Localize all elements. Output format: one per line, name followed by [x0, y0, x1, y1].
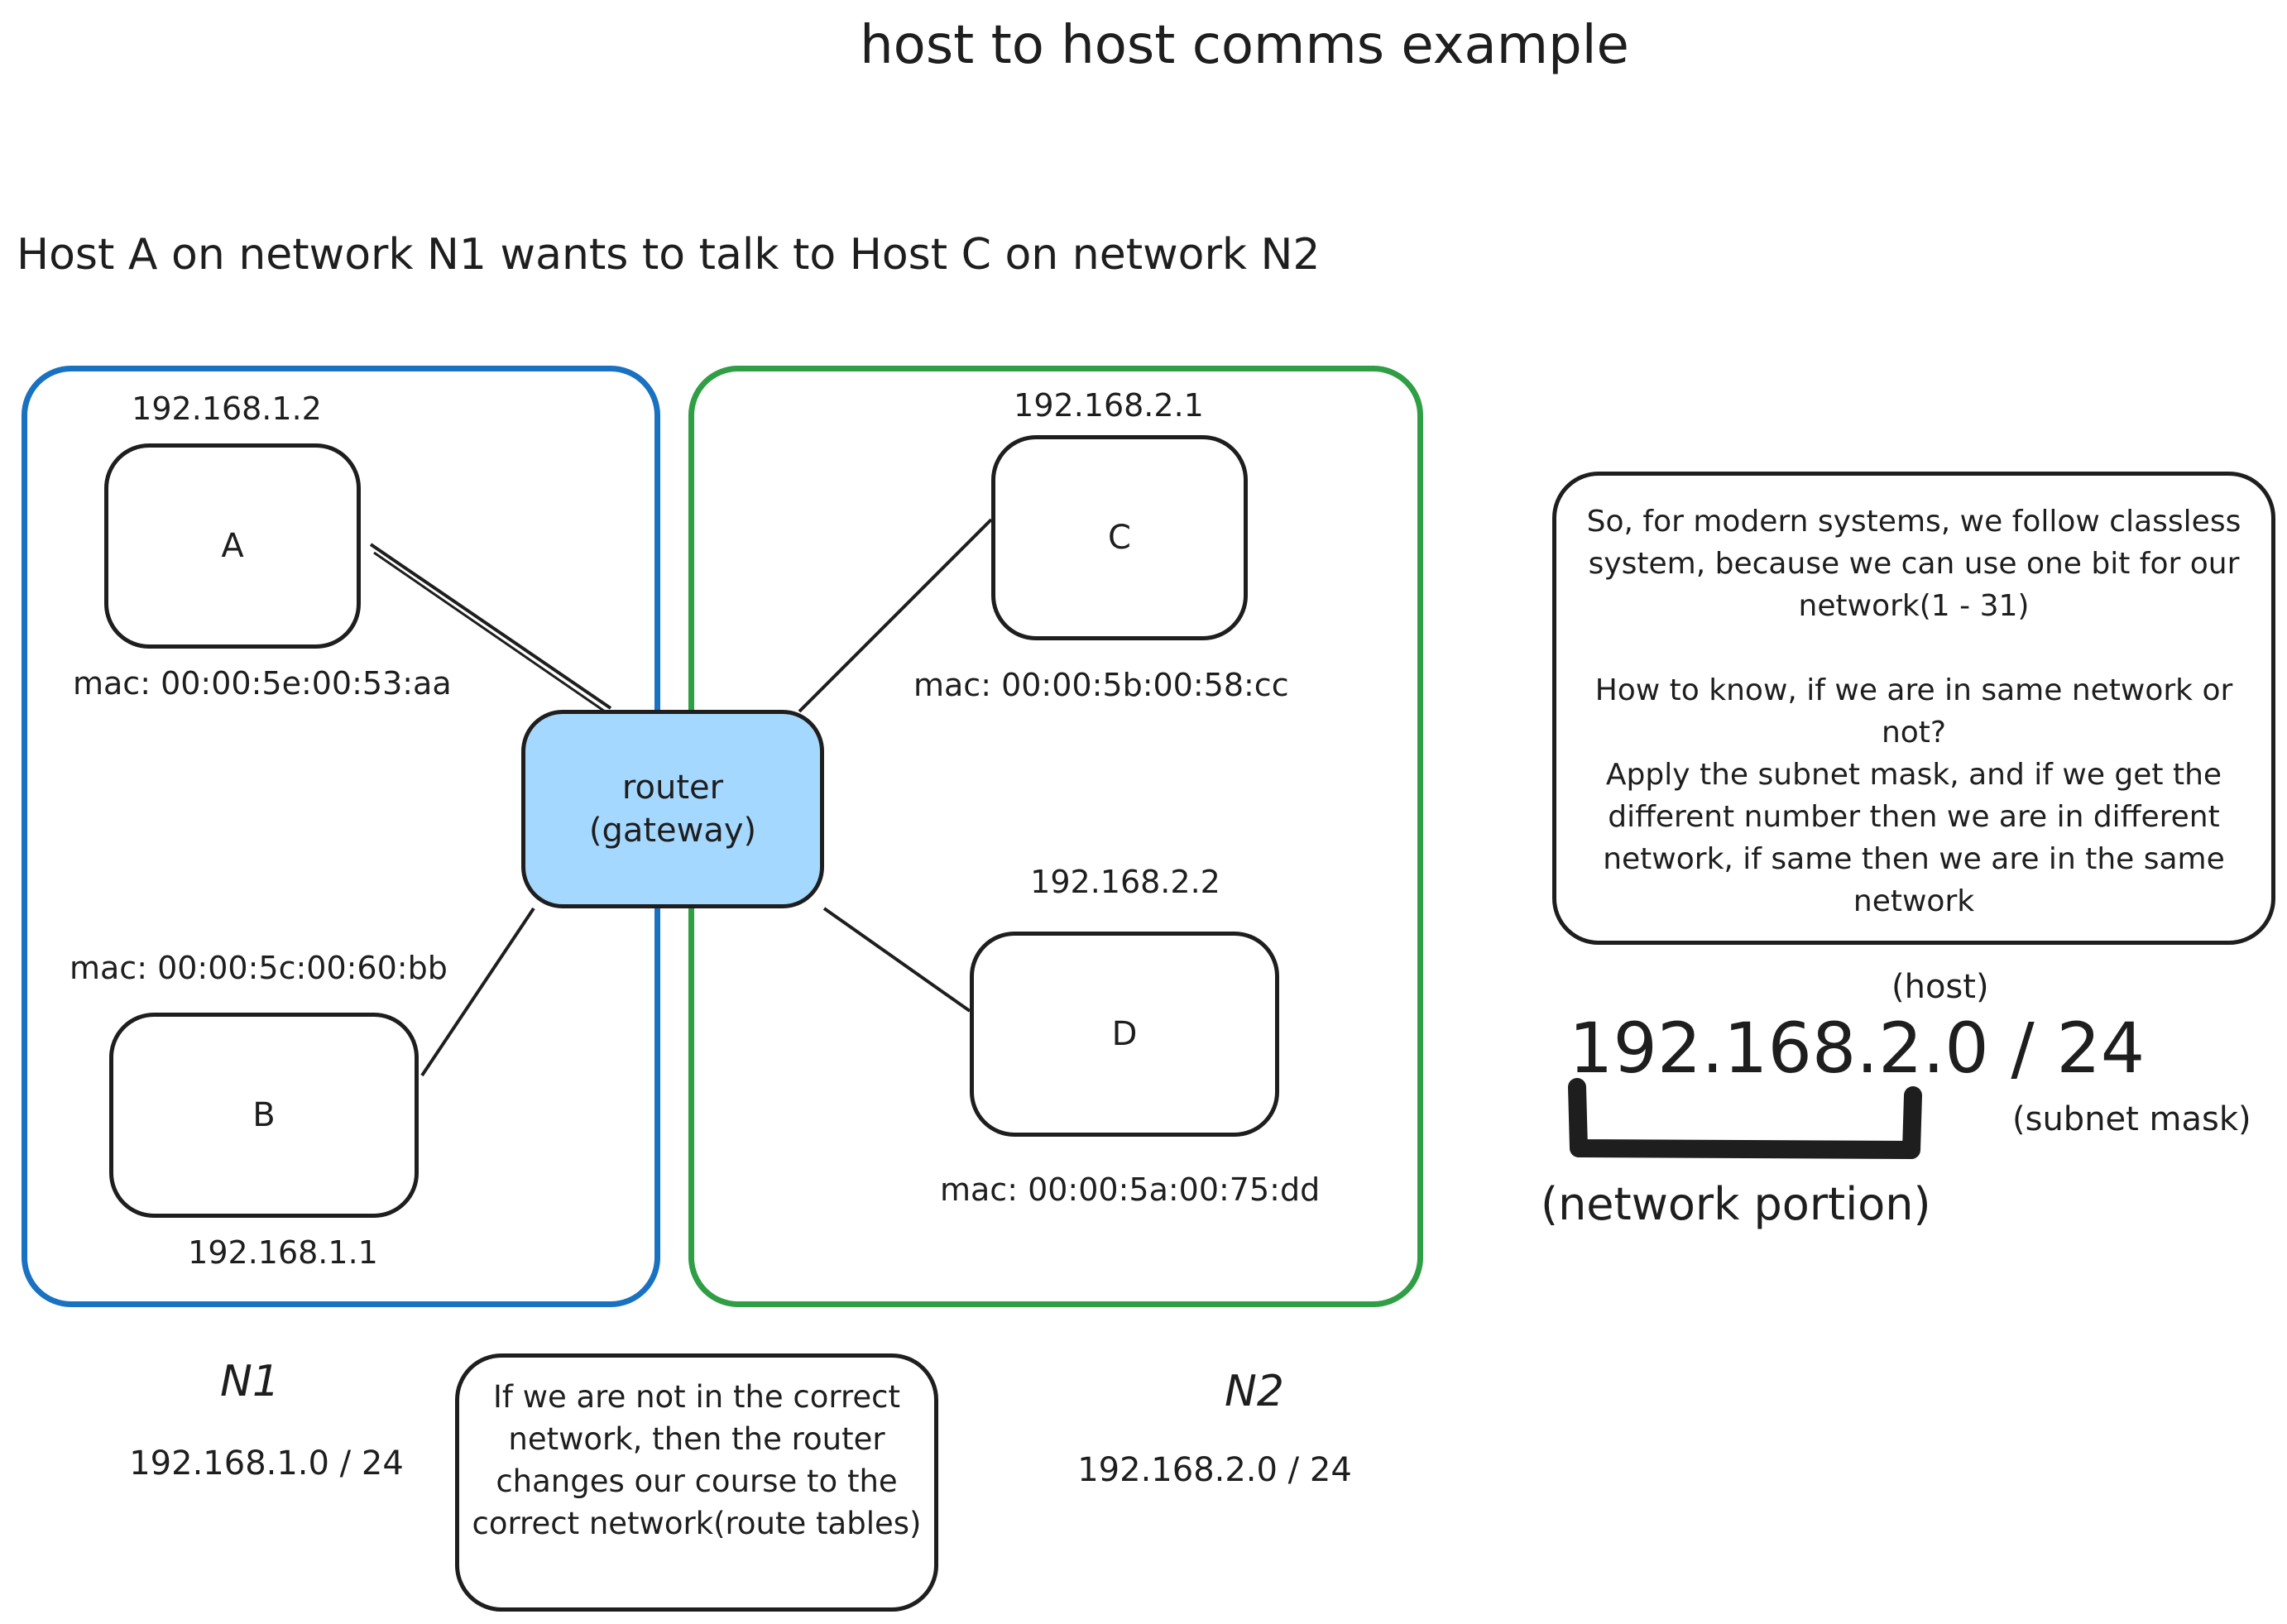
cidr-address: 192.168.2.0 / 24	[1569, 1008, 2146, 1089]
host-d: D	[970, 932, 1279, 1137]
classless-note-para2: How to know, if we are in same network o…	[1594, 673, 2233, 750]
host-b-ip: 192.168.1.1	[188, 1234, 378, 1271]
host-c-mac: mac: 00:00:5b:00:58:cc	[913, 667, 1289, 703]
host-c-ip: 192.168.2.1	[1014, 387, 1204, 424]
network-n2-cidr: 192.168.2.0 / 24	[1077, 1451, 1352, 1489]
network-portion-annotation: (network portion)	[1541, 1178, 1931, 1230]
subnet-mask-annotation: (subnet mask)	[2012, 1100, 2251, 1138]
host-b-mac: mac: 00:00:5c:00:60:bb	[70, 950, 448, 986]
host-annotation: (host)	[1891, 968, 1989, 1006]
link-a-router-double	[373, 551, 608, 715]
scenario-subtitle: Host A on network N1 wants to talk to Ho…	[17, 230, 1321, 280]
network-portion-bracket	[1568, 1078, 1922, 1159]
host-a-mac: mac: 00:00:5e:00:53:aa	[73, 665, 452, 702]
routing-note-text: If we are not in the correct network, th…	[472, 1379, 922, 1541]
host-d-mac: mac: 00:00:5a:00:75:dd	[940, 1171, 1321, 1208]
routing-note: If we are not in the correct network, th…	[455, 1353, 938, 1612]
link-b-router	[420, 907, 535, 1077]
router-label: router	[621, 769, 724, 807]
diagram-title: host to host comms example	[860, 15, 1629, 76]
host-a: A	[104, 443, 361, 649]
network-n2-label: N2	[1225, 1367, 1284, 1416]
host-a-label: A	[221, 527, 244, 565]
link-c-router	[798, 518, 993, 713]
classless-note: So, for modern systems, we follow classl…	[1552, 472, 2275, 945]
network-n1-cidr: 192.168.1.0 / 24	[129, 1444, 404, 1483]
host-b: B	[109, 1013, 419, 1218]
network-n1-label: N1	[220, 1357, 280, 1406]
gateway-label: (gateway)	[588, 812, 757, 850]
host-a-ip: 192.168.1.2	[132, 390, 322, 427]
classless-note-para3: Apply the subnet mask, and if we get the…	[1603, 758, 2225, 918]
classless-note-para1: So, for modern systems, we follow classl…	[1586, 505, 2241, 623]
link-a-router	[369, 543, 612, 710]
host-b-label: B	[252, 1096, 276, 1134]
host-c-label: C	[1108, 519, 1131, 557]
link-d-router	[822, 907, 971, 1013]
router-gateway: router (gateway)	[521, 710, 824, 908]
host-d-ip: 192.168.2.2	[1030, 864, 1220, 900]
host-d-label: D	[1111, 1015, 1138, 1053]
host-c: C	[991, 435, 1248, 640]
